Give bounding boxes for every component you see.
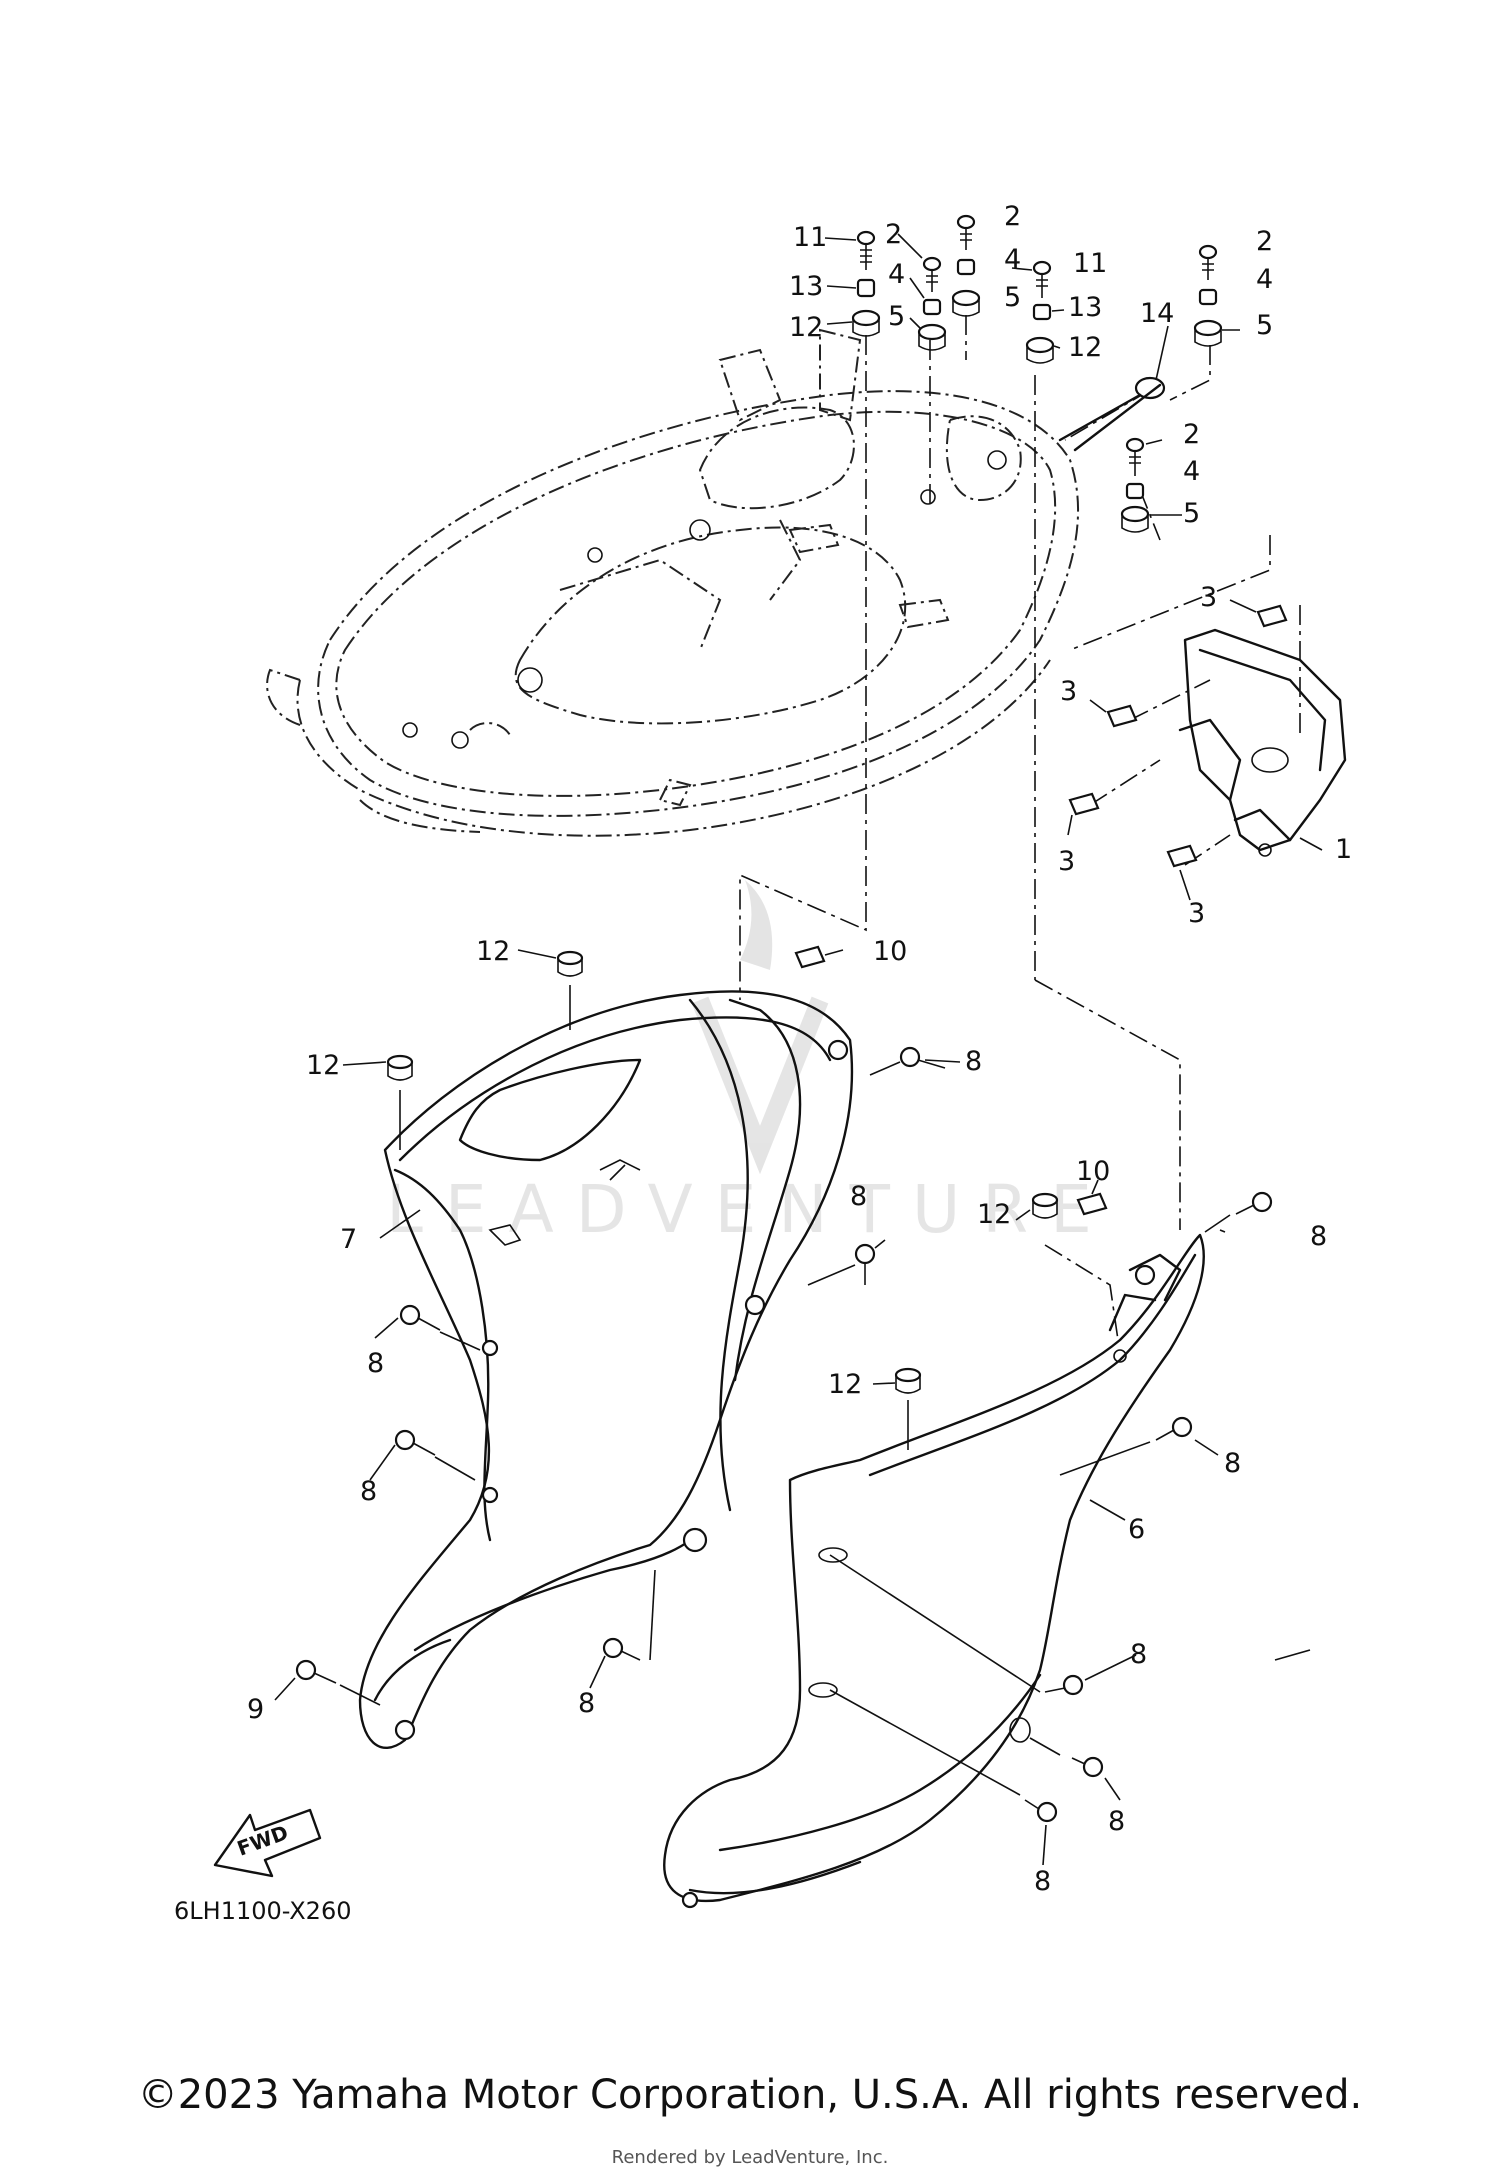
part-label-12e: 12 [977, 1199, 1011, 1230]
part-label-2c: 2 [1256, 226, 1273, 257]
grommet-12-left-cover [386, 1054, 414, 1150]
screw-8-d [394, 1429, 476, 1481]
part-label-6: 6 [1128, 1514, 1145, 1545]
screw-8-e [602, 1569, 656, 1661]
part-label-8d: 8 [360, 1476, 377, 1507]
screws-8-group [295, 1046, 1273, 1823]
bolt-2-a [922, 256, 942, 292]
part-label-3a: 3 [1200, 582, 1217, 613]
screw-8-j [829, 1689, 1058, 1823]
part-label-8h: 8 [1130, 1639, 1147, 1670]
part-label-8a: 8 [965, 1046, 982, 1077]
clip-3-b [1106, 704, 1138, 728]
part-label-8e: 8 [578, 1688, 595, 1719]
part-label-8g: 8 [1224, 1448, 1241, 1479]
screw-8-f [1204, 1191, 1273, 1233]
part-label-2d: 2 [1183, 419, 1200, 450]
grommet-5-a [917, 323, 947, 351]
part-label-12f: 12 [828, 1369, 862, 1400]
screw-8-i [1029, 1737, 1104, 1778]
part-label-3b: 3 [1060, 676, 1077, 707]
part-label-4c: 4 [1256, 264, 1273, 295]
top-fastener-group [851, 214, 1223, 980]
copyright-footer: ©2023 Yamaha Motor Corporation, U.S.A. A… [137, 2072, 1363, 2118]
collar-4-d [1125, 482, 1145, 500]
part-label-11a: 11 [793, 222, 827, 253]
rendered-by-note: Rendered by LeadVenture, Inc. [611, 2147, 889, 2168]
part-label-2a: 2 [885, 219, 902, 250]
screw-9 [295, 1659, 381, 1706]
part-label-5d: 5 [1183, 498, 1200, 529]
part-label-5b: 5 [1004, 282, 1021, 313]
part-label-11b: 11 [1073, 248, 1107, 279]
part-label-8f: 8 [1310, 1221, 1327, 1252]
part-number-labels: 1 2 2 2 2 3 3 3 3 4 4 4 4 5 5 5 5 6 7 8 … [247, 201, 1352, 1897]
part-label-13b: 13 [1068, 292, 1102, 323]
part-label-9: 9 [247, 1694, 264, 1725]
part-label-12a: 12 [789, 312, 823, 343]
clip-3-a [1256, 604, 1288, 628]
part-label-5c: 5 [1256, 310, 1273, 341]
screw-8-c [399, 1304, 481, 1351]
part-label-12c: 12 [476, 936, 510, 967]
screw-8-b [807, 1243, 876, 1286]
part-label-8b: 8 [850, 1181, 867, 1212]
tube-14 [1058, 376, 1166, 452]
grommet-12-right [1025, 336, 1055, 364]
clip-10-cover6 [1076, 1192, 1108, 1216]
part-label-3d: 3 [1188, 898, 1205, 929]
part-label-12d: 12 [306, 1050, 340, 1081]
grommet-12-left [851, 309, 881, 337]
part-label-1: 1 [1335, 834, 1352, 865]
clip-3-c [1068, 792, 1100, 816]
leader-lines [274, 233, 1323, 1866]
collar-4-c [1198, 288, 1218, 306]
grommet-12-cover6-mid [894, 1367, 922, 1450]
clip-3-d [1166, 844, 1198, 868]
grommet-5-c [1193, 319, 1223, 347]
part-label-4d: 4 [1183, 456, 1200, 487]
bottom-cowling-ghost [266, 328, 1080, 837]
part-label-7: 7 [340, 1224, 357, 1255]
clip-10-top [794, 945, 826, 969]
bolt-2-d [1125, 437, 1145, 476]
side-cover-6 [663, 979, 1205, 1909]
screw-11-left [856, 230, 876, 270]
grommet-5-b [951, 289, 981, 317]
grommet-12-cover6-top [1031, 1192, 1059, 1219]
part-label-5a: 5 [888, 301, 905, 332]
side-cover-7 [358, 650, 867, 1750]
part-label-2b: 2 [1004, 201, 1021, 232]
part-label-8c: 8 [367, 1348, 384, 1379]
collar-13-left [856, 278, 876, 298]
bolt-2-b [956, 214, 976, 250]
grommet-12-top [556, 950, 584, 1030]
part-label-4a: 4 [888, 259, 905, 290]
screw-8-g [1059, 1416, 1193, 1476]
watermark-text: LEADVENTURE [386, 1171, 1114, 1248]
leadventure-watermark: LEADVENTURE [386, 880, 1114, 1248]
collar-13-right [1032, 303, 1052, 321]
screw-8-h [829, 1554, 1084, 1696]
screw-8-a [869, 1046, 946, 1076]
grommet-5-d [1120, 505, 1150, 533]
screw-11-right [1032, 260, 1052, 298]
part-label-14: 14 [1140, 298, 1174, 329]
collar-4-a [922, 298, 942, 316]
bolt-2-c [1198, 244, 1218, 280]
part-label-8j: 8 [1034, 1866, 1051, 1897]
part-label-8i: 8 [1108, 1806, 1125, 1837]
diagram-code: 6LH1100-X260 [174, 1897, 352, 1925]
part-label-4b: 4 [1004, 244, 1021, 275]
part-label-12b: 12 [1068, 332, 1102, 363]
bracket-assembly-1 [1068, 535, 1347, 868]
part-label-3c: 3 [1058, 846, 1075, 877]
forward-arrow-icon: FWD [213, 1808, 322, 1878]
collar-4-b [956, 258, 976, 276]
part-label-13a: 13 [789, 271, 823, 302]
part-label-10a: 10 [873, 936, 907, 967]
part-label-10b: 10 [1076, 1156, 1110, 1187]
